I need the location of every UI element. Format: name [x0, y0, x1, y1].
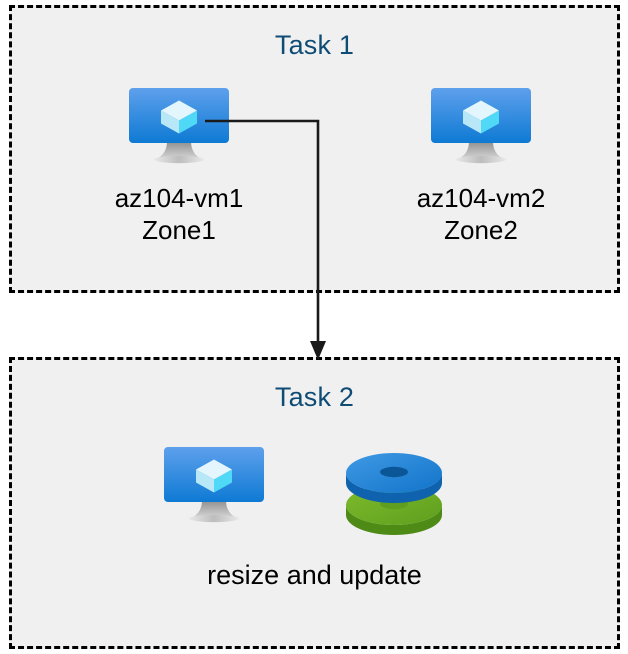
virtual-machine-icon	[79, 86, 279, 169]
vm-label-az104-vm2: az104-vm2 Zone2	[416, 183, 546, 245]
virtual-machine-icon	[162, 445, 266, 528]
task-2-icon-row	[152, 445, 482, 555]
task-1-title: Task 1	[274, 30, 355, 60]
task-2-caption: resize and update	[207, 560, 422, 590]
vm-group-az104-vm2[interactable]: az104-vm2 Zone2	[381, 86, 581, 246]
disks-icon	[342, 447, 446, 542]
task-1-container: Task 1	[9, 5, 620, 293]
vm-label-az104-vm1: az104-vm1 Zone1	[114, 183, 244, 245]
task-2-title: Task 2	[274, 382, 355, 412]
virtual-machine-icon	[381, 86, 581, 169]
task-2-container: Task 2	[9, 357, 620, 649]
vm-group-az104-vm1[interactable]: az104-vm1 Zone1	[79, 86, 279, 246]
